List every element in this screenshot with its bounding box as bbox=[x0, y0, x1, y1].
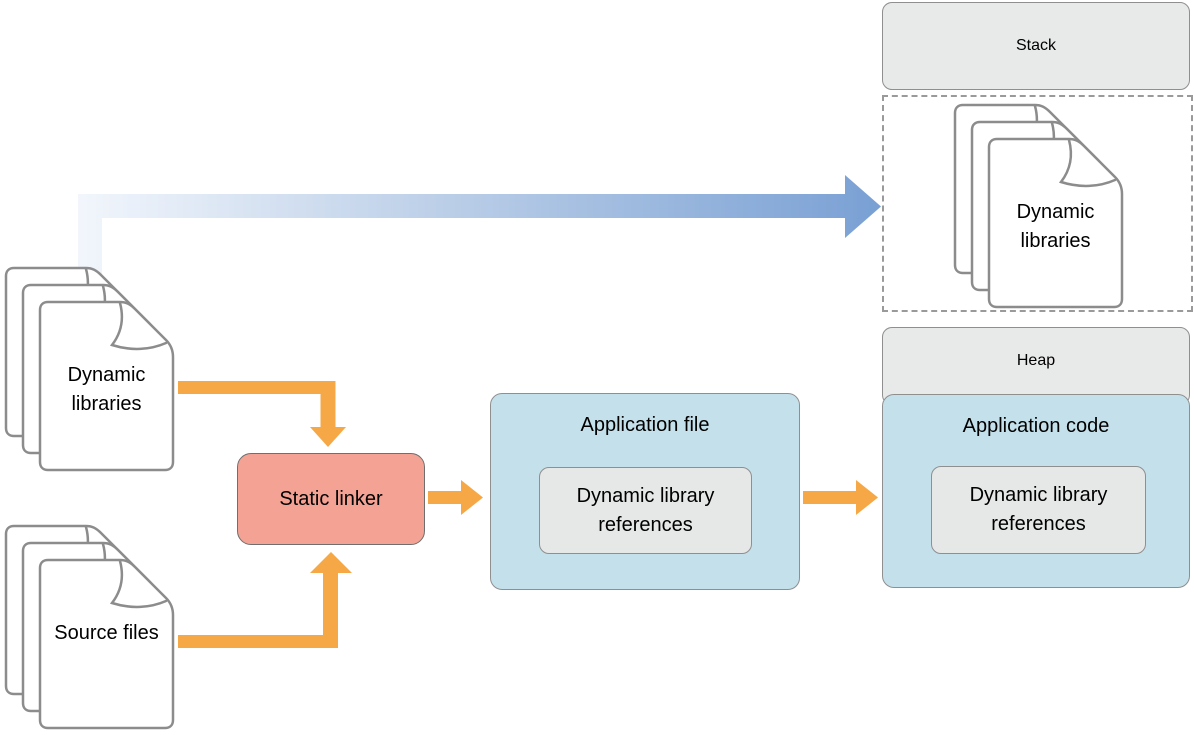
memory-dynamic-libraries-doc-stack-icon bbox=[953, 103, 1124, 309]
application-code-box: Application code Dynamic library referen… bbox=[882, 394, 1190, 588]
arrow-application-file-to-heap-icon bbox=[803, 480, 878, 515]
static-linker-label: Static linker bbox=[279, 487, 383, 510]
heap-dynamic-library-references-box: Dynamic library references bbox=[931, 466, 1146, 554]
arrow-dynamic-libraries-to-linker-icon bbox=[178, 381, 346, 447]
load-into-memory-arrow-icon bbox=[78, 175, 881, 280]
source-files-doc-stack-icon bbox=[4, 524, 175, 730]
application-file-label: Application file bbox=[580, 414, 710, 436]
heap-memory-box: Heap bbox=[882, 327, 1190, 405]
arrow-source-files-to-linker-icon bbox=[178, 552, 352, 648]
dynamic-libraries-doc-stack-icon bbox=[4, 266, 175, 472]
heap-label: Heap bbox=[1016, 352, 1056, 369]
static-linker-box: Static linker bbox=[237, 453, 425, 545]
stack-label: Stack bbox=[1015, 37, 1056, 54]
file-dynamic-library-references-label: Dynamic library references bbox=[576, 484, 715, 536]
application-code-label: Application code bbox=[962, 415, 1110, 437]
source-files-doc-label: Source files bbox=[54, 622, 159, 644]
loaded-libraries-region bbox=[882, 95, 1193, 312]
heap-dynamic-library-references-label: Dynamic library references bbox=[969, 484, 1108, 535]
arrow-linker-to-application-file-icon bbox=[428, 480, 483, 515]
dynamic-libraries-doc-label: Dynamic libraries bbox=[67, 364, 146, 415]
stack-memory-box: Stack bbox=[882, 2, 1190, 90]
application-file-box: Application file Dynamic library referen… bbox=[490, 393, 800, 590]
file-dynamic-library-references-box: Dynamic library references bbox=[539, 467, 752, 554]
memory-dynamic-libraries-doc-label: Dynamic libraries bbox=[1016, 201, 1095, 252]
